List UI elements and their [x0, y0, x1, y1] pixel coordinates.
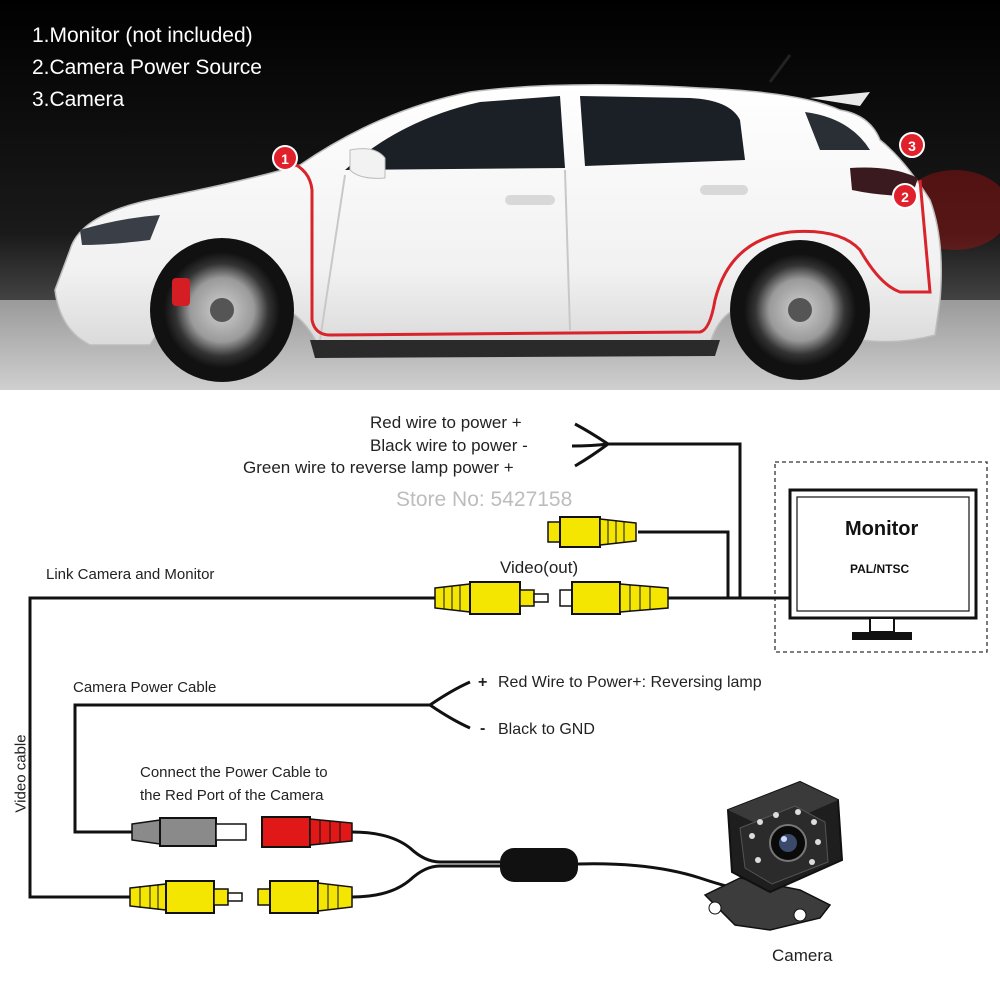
monitor-icon: [788, 488, 978, 640]
cable-route: [289, 160, 932, 337]
camera-power-cable: [73, 680, 471, 834]
link-camera-monitor-label: Link Camera and Monitor: [46, 566, 215, 583]
camera-label: Camera: [772, 946, 833, 965]
video-cable-label: Video cable: [12, 734, 30, 813]
plus-sign: +: [478, 674, 488, 691]
legend-item-camera: 3.Camera: [32, 88, 125, 111]
monitor-title: Monitor: [845, 518, 919, 540]
monitor-subtitle: PAL/NTSC: [850, 562, 910, 576]
legend-item-power-source: 2.Camera Power Source: [32, 56, 262, 79]
camera-power-cable-label: Camera Power Cable: [73, 679, 217, 696]
yellow-video-plug-bottom: [129, 880, 243, 914]
video-cable-line: [28, 596, 435, 899]
black-wire-label: Black wire to power -: [370, 436, 528, 455]
marker-1: [272, 145, 298, 171]
rca-female-top: [547, 516, 637, 548]
store-watermark: Store No: 5427158: [396, 488, 573, 511]
camera-icon: [703, 780, 844, 931]
front-wheel: [150, 238, 294, 382]
marker-2-label: 2: [901, 189, 909, 205]
red-power-port: [261, 816, 353, 848]
car-illustration: 1 2 3: [0, 0, 1000, 390]
monitor-power-wires: [571, 422, 790, 600]
video-out-plug-right: [559, 581, 669, 615]
connect-instruction-line1: Connect the Power Cable to: [140, 764, 328, 781]
monitor-dashed-box: [774, 461, 988, 653]
video-out-label: Video(out): [500, 558, 579, 577]
minus-sign: -: [480, 720, 486, 737]
marker-1-label: 1: [281, 151, 289, 167]
connect-instruction-line2: the Red Port of the Camera: [140, 787, 324, 804]
red-to-power-label: Red Wire to Power+: Reversing lamp: [498, 674, 762, 691]
red-wire-label: Red wire to power +: [370, 413, 522, 432]
marker-3: [899, 132, 925, 158]
rear-wheel: [730, 240, 870, 380]
gray-power-plug: [131, 817, 247, 847]
marker-3-label: 3: [908, 138, 916, 154]
inline-module: [500, 848, 578, 882]
yellow-video-port-bottom: [257, 880, 353, 914]
green-wire-label: Green wire to reverse lamp power +: [243, 458, 514, 477]
wiring-diagram: [28, 422, 988, 931]
video-out-plug-left: [434, 581, 549, 615]
legend-item-monitor: 1.Monitor (not included): [32, 24, 253, 47]
marker-2: [892, 183, 918, 209]
black-to-gnd-label: Black to GND: [498, 721, 595, 738]
car-photo: 1 2 3 1.Monitor (not included) 2.Camera …: [0, 0, 1000, 390]
